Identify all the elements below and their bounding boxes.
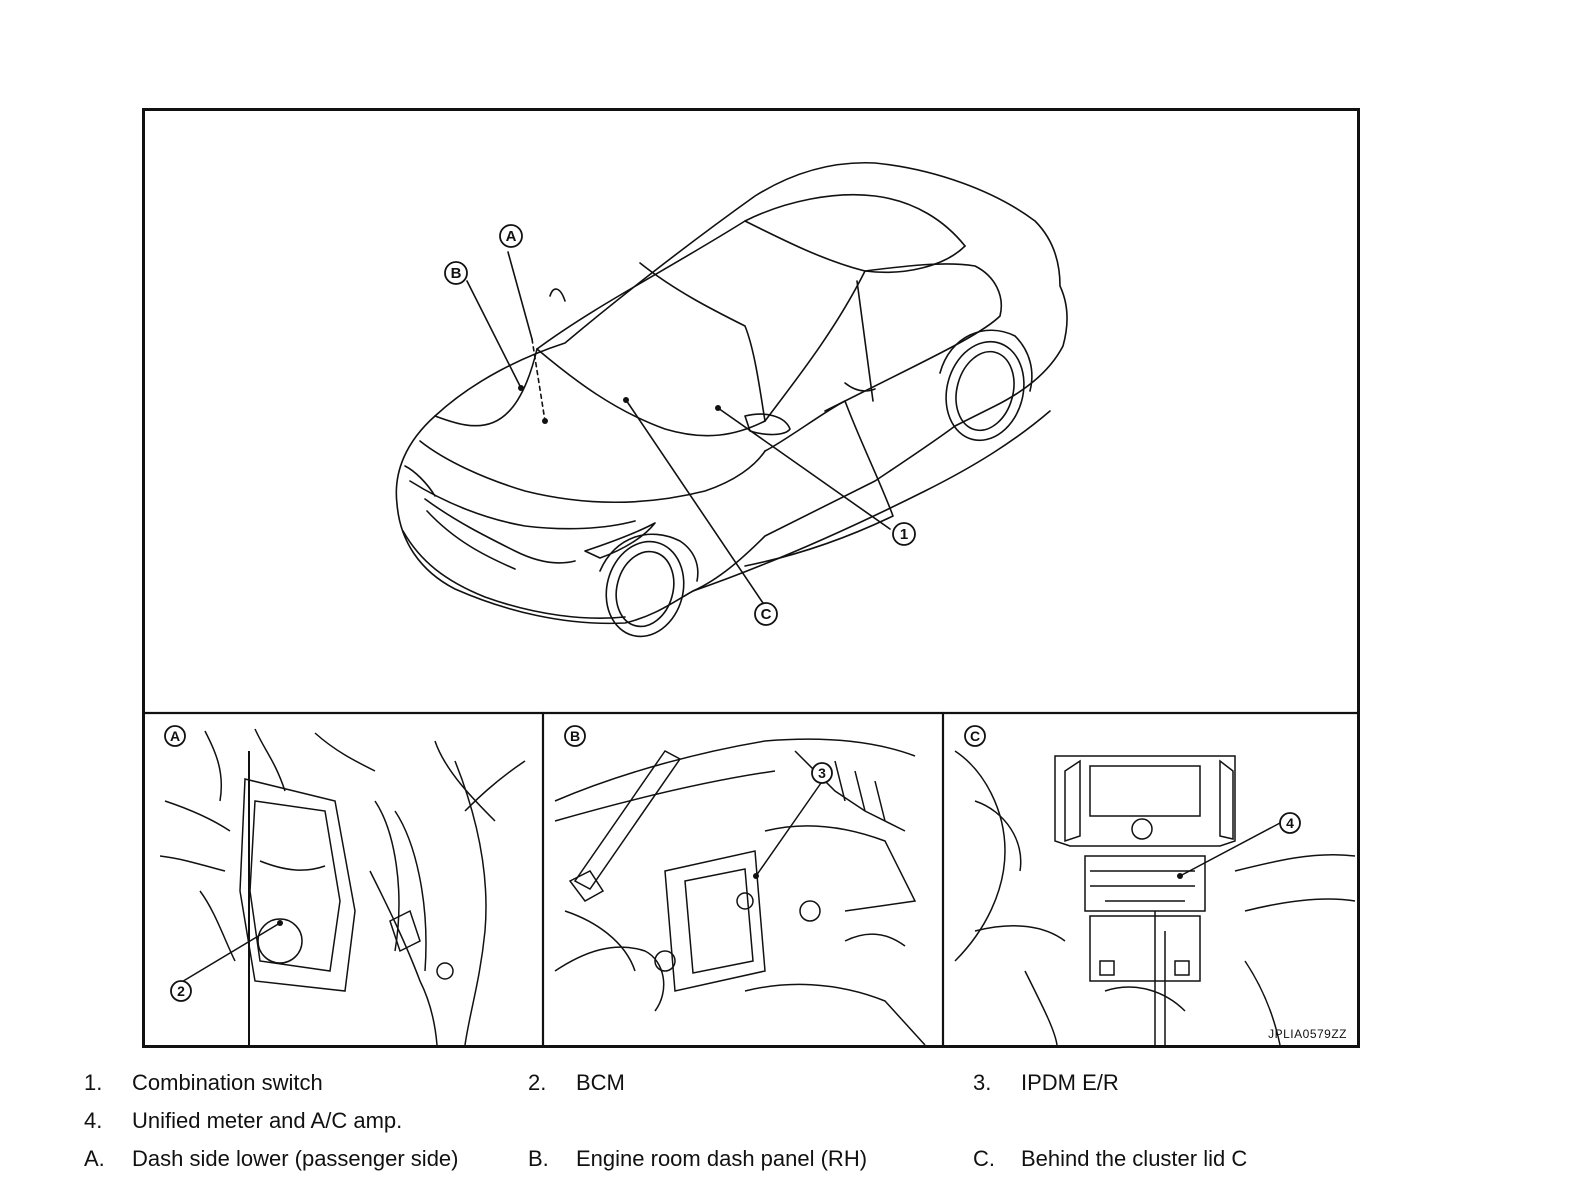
callout-a-circle	[499, 224, 523, 248]
legend-text: Combination switch	[132, 1070, 323, 1095]
legend-number: 3.	[973, 1070, 992, 1095]
legend-number: C.	[973, 1146, 995, 1171]
legend-number: 2.	[528, 1070, 547, 1095]
legend-text: Behind the cluster lid C	[1021, 1146, 1248, 1171]
legend-text: Dash side lower (passenger side)	[132, 1146, 459, 1171]
panel-c-illustration	[954, 750, 1356, 1045]
callout-b-circle	[444, 261, 468, 285]
callout-1-label: 1	[900, 526, 908, 543]
panel-b-letter-circle	[564, 725, 586, 747]
car-illustration	[395, 161, 1068, 638]
legend-number: B.	[528, 1146, 549, 1171]
legend-text: Unified meter and A/C amp.	[132, 1108, 403, 1133]
legend-text: Engine room dash panel (RH)	[576, 1146, 868, 1171]
legend-number: 1.	[84, 1070, 103, 1095]
panel-b-letter: B	[570, 728, 580, 744]
legend-number: A.	[84, 1146, 105, 1171]
panel-a-illustration	[159, 728, 526, 1045]
panel-c-letter: C	[970, 728, 980, 744]
legend-text: IPDM E/R	[1021, 1070, 1119, 1095]
callout-a-label: A	[506, 228, 517, 245]
callout-4-label: 4	[1286, 815, 1294, 831]
callout-c-label: C	[761, 606, 772, 623]
panel-a-letter-circle	[164, 725, 186, 747]
legend-text: BCM	[576, 1070, 625, 1095]
callout-4-circle	[1279, 812, 1301, 834]
panel-c-letter-circle	[964, 725, 986, 747]
panel-a-letter: A	[170, 728, 180, 744]
figure-code: JPLIA0579ZZ	[1268, 1027, 1347, 1041]
callout-c-circle	[754, 602, 778, 626]
panel-b-illustration	[554, 738, 926, 1045]
callout-3-label: 3	[818, 765, 826, 781]
figure-drawing: A B C 1	[145, 161, 1357, 1045]
legend-number: 4.	[84, 1108, 103, 1133]
callout-1-circle	[892, 522, 916, 546]
callout-b-label: B	[451, 265, 462, 282]
component-location-figure: A B C 1	[142, 108, 1360, 1048]
callout-2-circle	[170, 980, 192, 1002]
callout-2-label: 2	[177, 983, 185, 999]
callout-3-circle	[811, 762, 833, 784]
